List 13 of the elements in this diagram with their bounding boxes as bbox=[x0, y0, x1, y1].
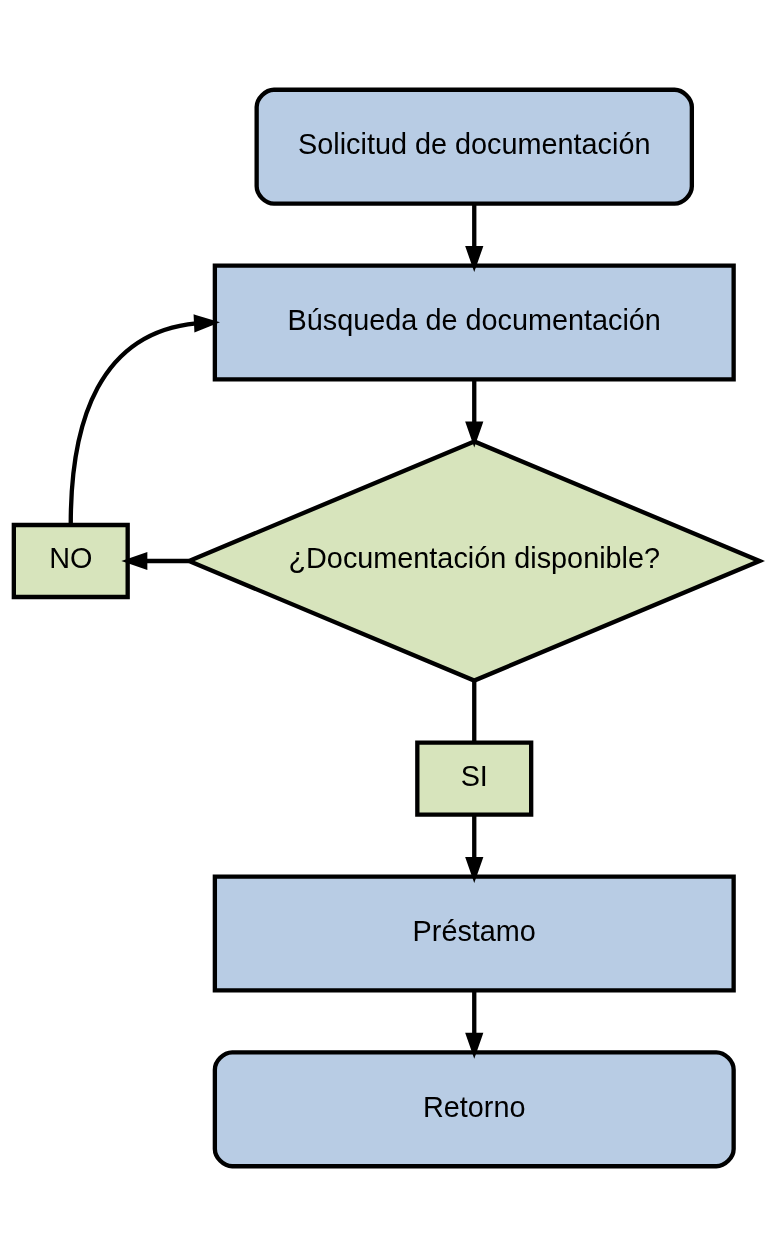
arrow bbox=[465, 379, 484, 448]
node-box: Retorno bbox=[212, 1050, 736, 1169]
node-box: Búsqueda de documentación bbox=[212, 263, 736, 382]
arrow bbox=[465, 814, 484, 884]
arrow bbox=[465, 203, 484, 273]
arrow bbox=[465, 990, 484, 1059]
arrow bbox=[121, 551, 189, 571]
arrow bbox=[68, 314, 220, 524]
node-box: SI bbox=[415, 740, 534, 817]
connector bbox=[472, 681, 477, 743]
node-box: NO bbox=[11, 522, 130, 600]
node-box: Préstamo bbox=[212, 874, 736, 993]
node-box: Solicitud de documentación bbox=[254, 87, 694, 206]
